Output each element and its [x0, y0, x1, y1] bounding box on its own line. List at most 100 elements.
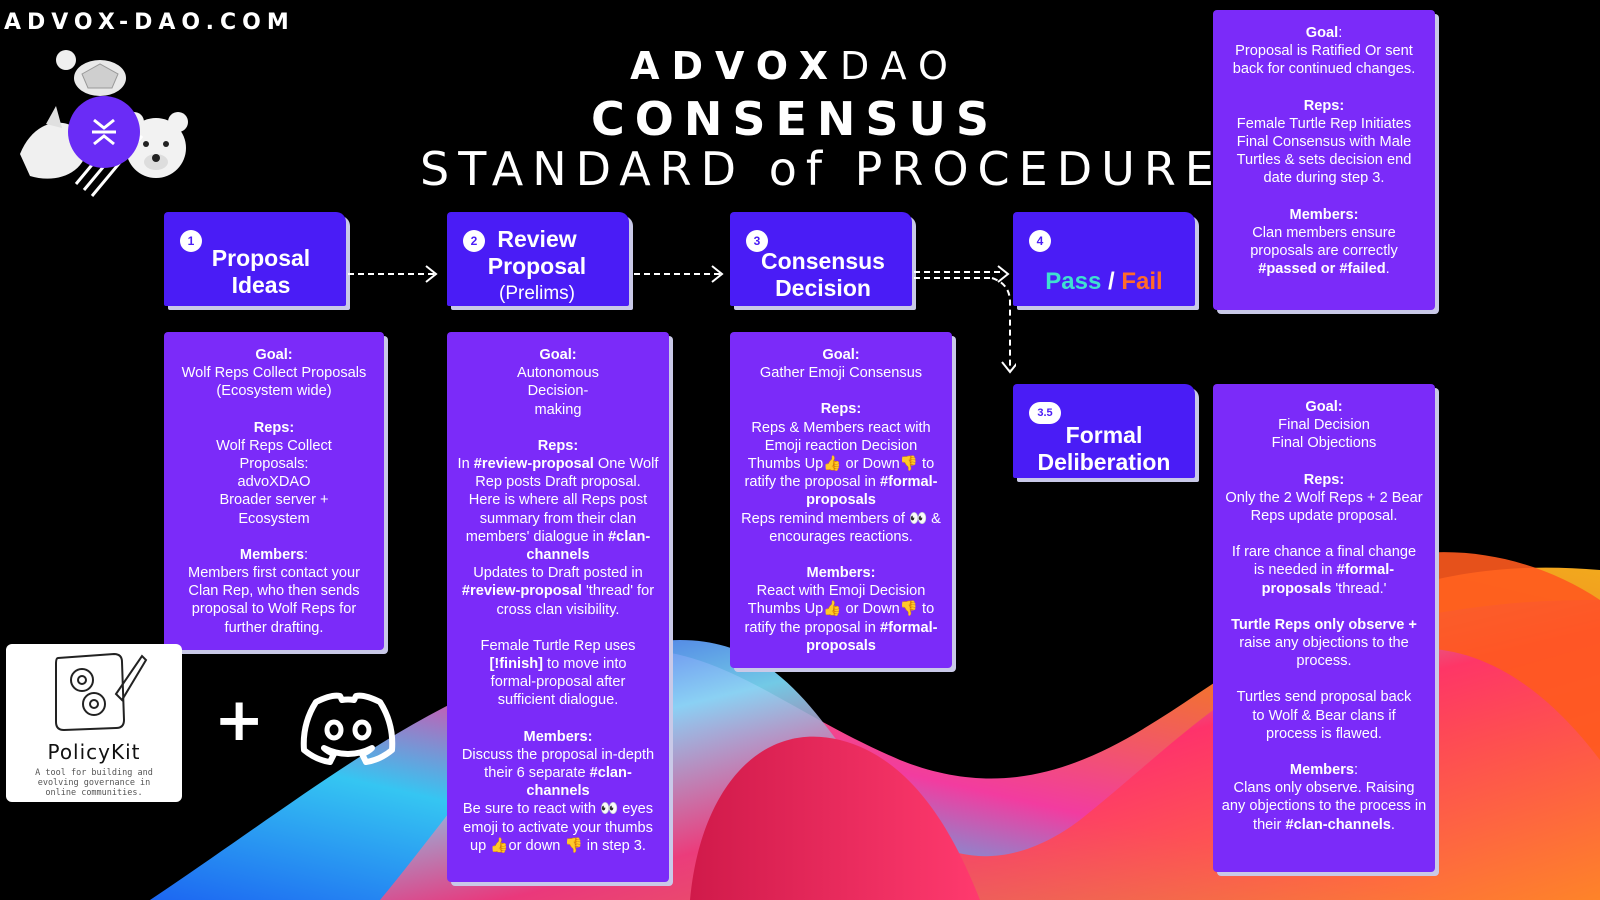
scroll-gears-icon [55, 652, 148, 732]
brand-bold: ADVOX [630, 44, 841, 88]
turtle-text: Female Turtle Rep uses [!finish] to move… [455, 637, 661, 710]
members-text: Clans only observe. Raising any objectio… [1221, 779, 1427, 834]
channel-formal-proposals-2[interactable]: #formal-proposals [806, 619, 938, 654]
step-35-header: 3.5 Formal Deliberation [1013, 384, 1195, 478]
arrow-1-2 [348, 265, 438, 283]
step-2-header: 2 Review Proposal(Prelims) [447, 212, 629, 306]
channel-review-proposal[interactable]: #review-proposal [473, 456, 594, 473]
step-2-card: Goal: Autonomous Decision-making Reps: I… [447, 332, 669, 882]
members-heading: Members [239, 546, 304, 563]
members-text-2: Be sure to react with 👀 eyes emoji to ac… [462, 801, 654, 854]
goal-heading: Goal: [1305, 399, 1343, 415]
step-1-header: 1 Proposal Ideas [164, 212, 346, 306]
reps-heading: Reps: [820, 401, 862, 418]
members-heading: Members [1289, 762, 1354, 779]
reps-text-h: 'thread' for cross clan visibility. [496, 583, 655, 618]
members-heading: Members: [1289, 206, 1359, 223]
turtle-text-a: Turtle Reps only observe + [1231, 616, 1417, 633]
goal-heading: Goal: [255, 347, 293, 363]
reps-text: Only the 2 Wolf Reps + 2 Bear Reps updat… [1225, 489, 1423, 525]
reps-text-1: In #review-proposal One Wolf Rep posts D… [455, 455, 661, 491]
goal-text: Proposal is Ratified Or sent back for co… [1232, 43, 1416, 78]
channel-clan-channels-2[interactable]: #clan-channels [526, 765, 632, 800]
members-heading-line: Members: [239, 546, 309, 563]
passed-failed-tags[interactable]: #passed or #failed [1258, 261, 1386, 278]
goal-heading-line: Goal: [1305, 25, 1343, 41]
step-4-number: 4 [1029, 230, 1051, 252]
goal-heading: Goal: [822, 347, 860, 363]
step-4-card: Goal: Proposal is Ratified Or sent back … [1213, 10, 1435, 310]
step-2-label: Review Proposal(Prelims) [447, 226, 629, 307]
reps-text-a: In [457, 456, 474, 473]
step-3-card: Goal: Gather Emoji Consensus Reps: Reps … [730, 332, 952, 668]
policykit-name: PolicyKit [47, 740, 141, 764]
goal-heading: Goal: [539, 347, 577, 363]
step-1-number: 1 [180, 230, 202, 252]
reps-text-f: Updates to Draft posted in [473, 565, 643, 582]
goal-text: Final Decision Final Objections [1271, 417, 1377, 452]
step-35-label: Formal Deliberation [1037, 422, 1171, 475]
step-2-sub: (Prelims) [499, 283, 575, 304]
members-text-a: Clans only observe. Raising any objectio… [1221, 780, 1427, 833]
brand-title: ADVOXDAO [420, 44, 1170, 88]
members-text-a: Clan members ensure proposals are correc… [1250, 224, 1398, 260]
reps-text-1: Reps & Members react with Emoji reaction… [738, 419, 944, 510]
title-consensus: CONSENSUS [590, 92, 1000, 146]
step-4-label: Pass / Fail [1013, 268, 1195, 295]
arrow-2-3 [634, 265, 724, 283]
goal-text: Autonomous Decision-making [517, 365, 599, 418]
channel-clan-channels[interactable]: #clan-channels [526, 528, 651, 564]
brand-light: DAO [840, 44, 960, 88]
reps-text: Female Turtle Rep Initiates Final Consen… [1236, 115, 1412, 187]
pass-text: Pass [1045, 268, 1102, 295]
members-text: Clan members ensure proposals are correc… [1221, 224, 1427, 279]
site-url[interactable]: ADVOX-DAO.COM [4, 10, 295, 35]
turtle-text-c: to move into formal-proposal after suffi… [490, 656, 627, 709]
reps-text-3: Updates to Draft posted in #review-propo… [455, 564, 661, 619]
channel-clan-channels-3[interactable]: #clan-channels [1285, 816, 1391, 833]
rare-text: If rare chance a final change is needed … [1221, 543, 1427, 598]
rare-text-a: If rare chance a final change is needed … [1231, 544, 1417, 579]
members-text-c: . [1385, 261, 1390, 278]
reps-heading: Reps: [537, 437, 579, 454]
step-4-header: 4 Pass / Fail [1013, 212, 1195, 306]
members-text-a: React with Emoji Decision Thumbs Up👍 or … [744, 583, 935, 636]
step-1-card: Goal: Wolf Reps Collect Proposals (Ecosy… [164, 332, 384, 650]
finish-command: [!finish] [489, 656, 543, 673]
title-sop: STANDARD of PROCEDURE [420, 142, 1223, 196]
goal-text: Gather Emoji Consensus [759, 365, 923, 382]
reps-text-d: Here is where all Reps post summary from… [465, 492, 648, 545]
members-text: React with Emoji Decision Thumbs Up👍 or … [738, 582, 944, 655]
step-3-header: 3 Consensus Decision [730, 212, 912, 306]
reps-heading: Reps: [253, 419, 295, 436]
members-heading-line: Members: [1289, 762, 1359, 779]
reps-heading: Reps: [1303, 97, 1345, 114]
reps-text-2: Here is where all Reps post summary from… [455, 491, 661, 564]
channel-review-proposal-2[interactable]: #review-proposal [461, 583, 582, 600]
reps-text: Wolf Reps Collect Proposals: advoXDAO Br… [216, 437, 332, 527]
members-heading: Members: [806, 565, 876, 582]
fail-text: Fail [1121, 268, 1163, 295]
turtle-text: Turtle Reps only observe + raise any obj… [1221, 616, 1427, 671]
goal-text: Wolf Reps Collect Proposals (Ecosystem w… [181, 365, 367, 400]
channel-formal-proposals[interactable]: #formal-proposals [806, 474, 938, 509]
channel-formal-proposals-3[interactable]: #formal-proposals [1261, 562, 1395, 597]
step-1-label: Proposal Ideas [211, 245, 311, 298]
policykit-tagline: A tool for building and evolving governa… [35, 768, 153, 798]
reps-heading: Reps: [1303, 471, 1345, 488]
members-heading: Members: [523, 728, 593, 745]
step-35-card: Goal: Final Decision Final Objections Re… [1213, 384, 1435, 872]
members-text: Members first contact your Clan Rep, who… [188, 565, 360, 636]
reps-text-a: Reps & Members react with Emoji reaction… [744, 419, 935, 491]
turtle-text-b: raise any objections to the process. [1239, 635, 1409, 670]
reps-text-2: Reps remind members of 👀 & encourages re… [741, 510, 941, 545]
step-3-label: Consensus Decision [761, 248, 885, 301]
discord-icon [300, 692, 396, 765]
step-35-number: 3.5 [1029, 402, 1061, 424]
members-text-c: . [1390, 816, 1395, 833]
members-text-a: Discuss the proposal in-depth their 6 se… [461, 746, 655, 782]
step-2-number: 2 [463, 230, 485, 252]
reps-text-c: One Wolf Rep posts Draft proposal. [475, 456, 659, 491]
step-3-number: 3 [746, 230, 768, 252]
pass-fail-sep: / [1101, 268, 1122, 295]
